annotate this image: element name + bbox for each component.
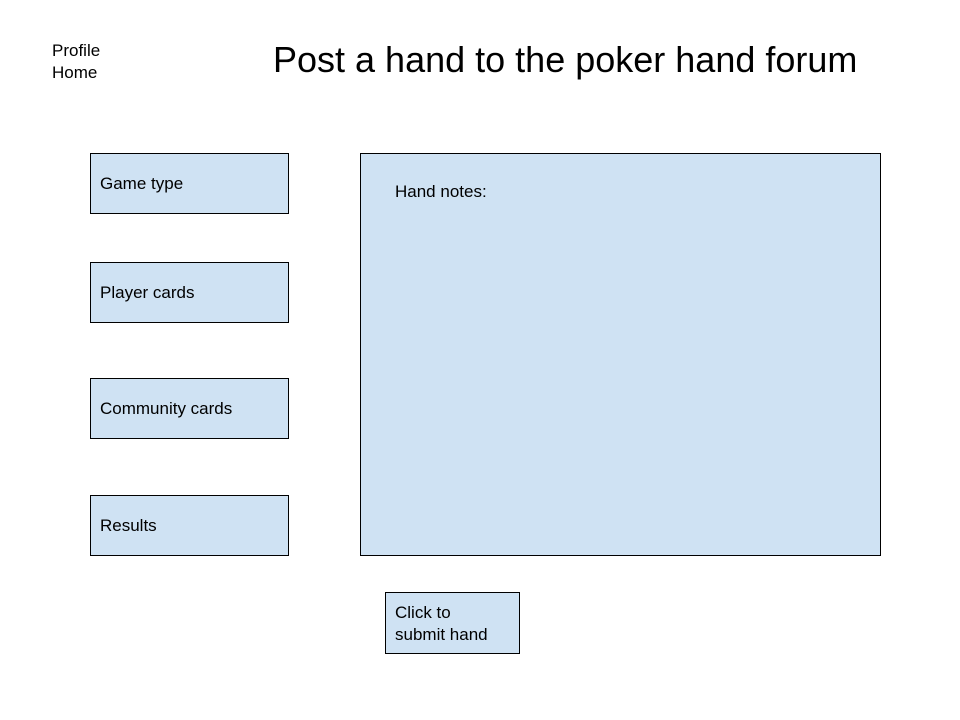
profile-link[interactable]: Profile (52, 41, 101, 60)
submit-button-label-line2: submit hand (395, 625, 488, 644)
submit-hand-button[interactable]: Click to submit hand (385, 592, 520, 654)
page-title: Post a hand to the poker hand forum (273, 39, 858, 80)
game-type-field[interactable]: Game type (90, 153, 289, 214)
home-link[interactable]: Home (52, 63, 98, 82)
results-field[interactable]: Results (90, 495, 289, 556)
hand-notes-input[interactable] (395, 210, 860, 535)
community-cards-field[interactable]: Community cards (90, 378, 289, 439)
hand-notes-label: Hand notes: (395, 182, 487, 201)
hand-notes-box[interactable]: Hand notes: (360, 153, 881, 556)
player-cards-field[interactable]: Player cards (90, 262, 289, 323)
submit-button-label-line1: Click to (395, 603, 451, 622)
top-nav: Profile Home (52, 40, 100, 84)
